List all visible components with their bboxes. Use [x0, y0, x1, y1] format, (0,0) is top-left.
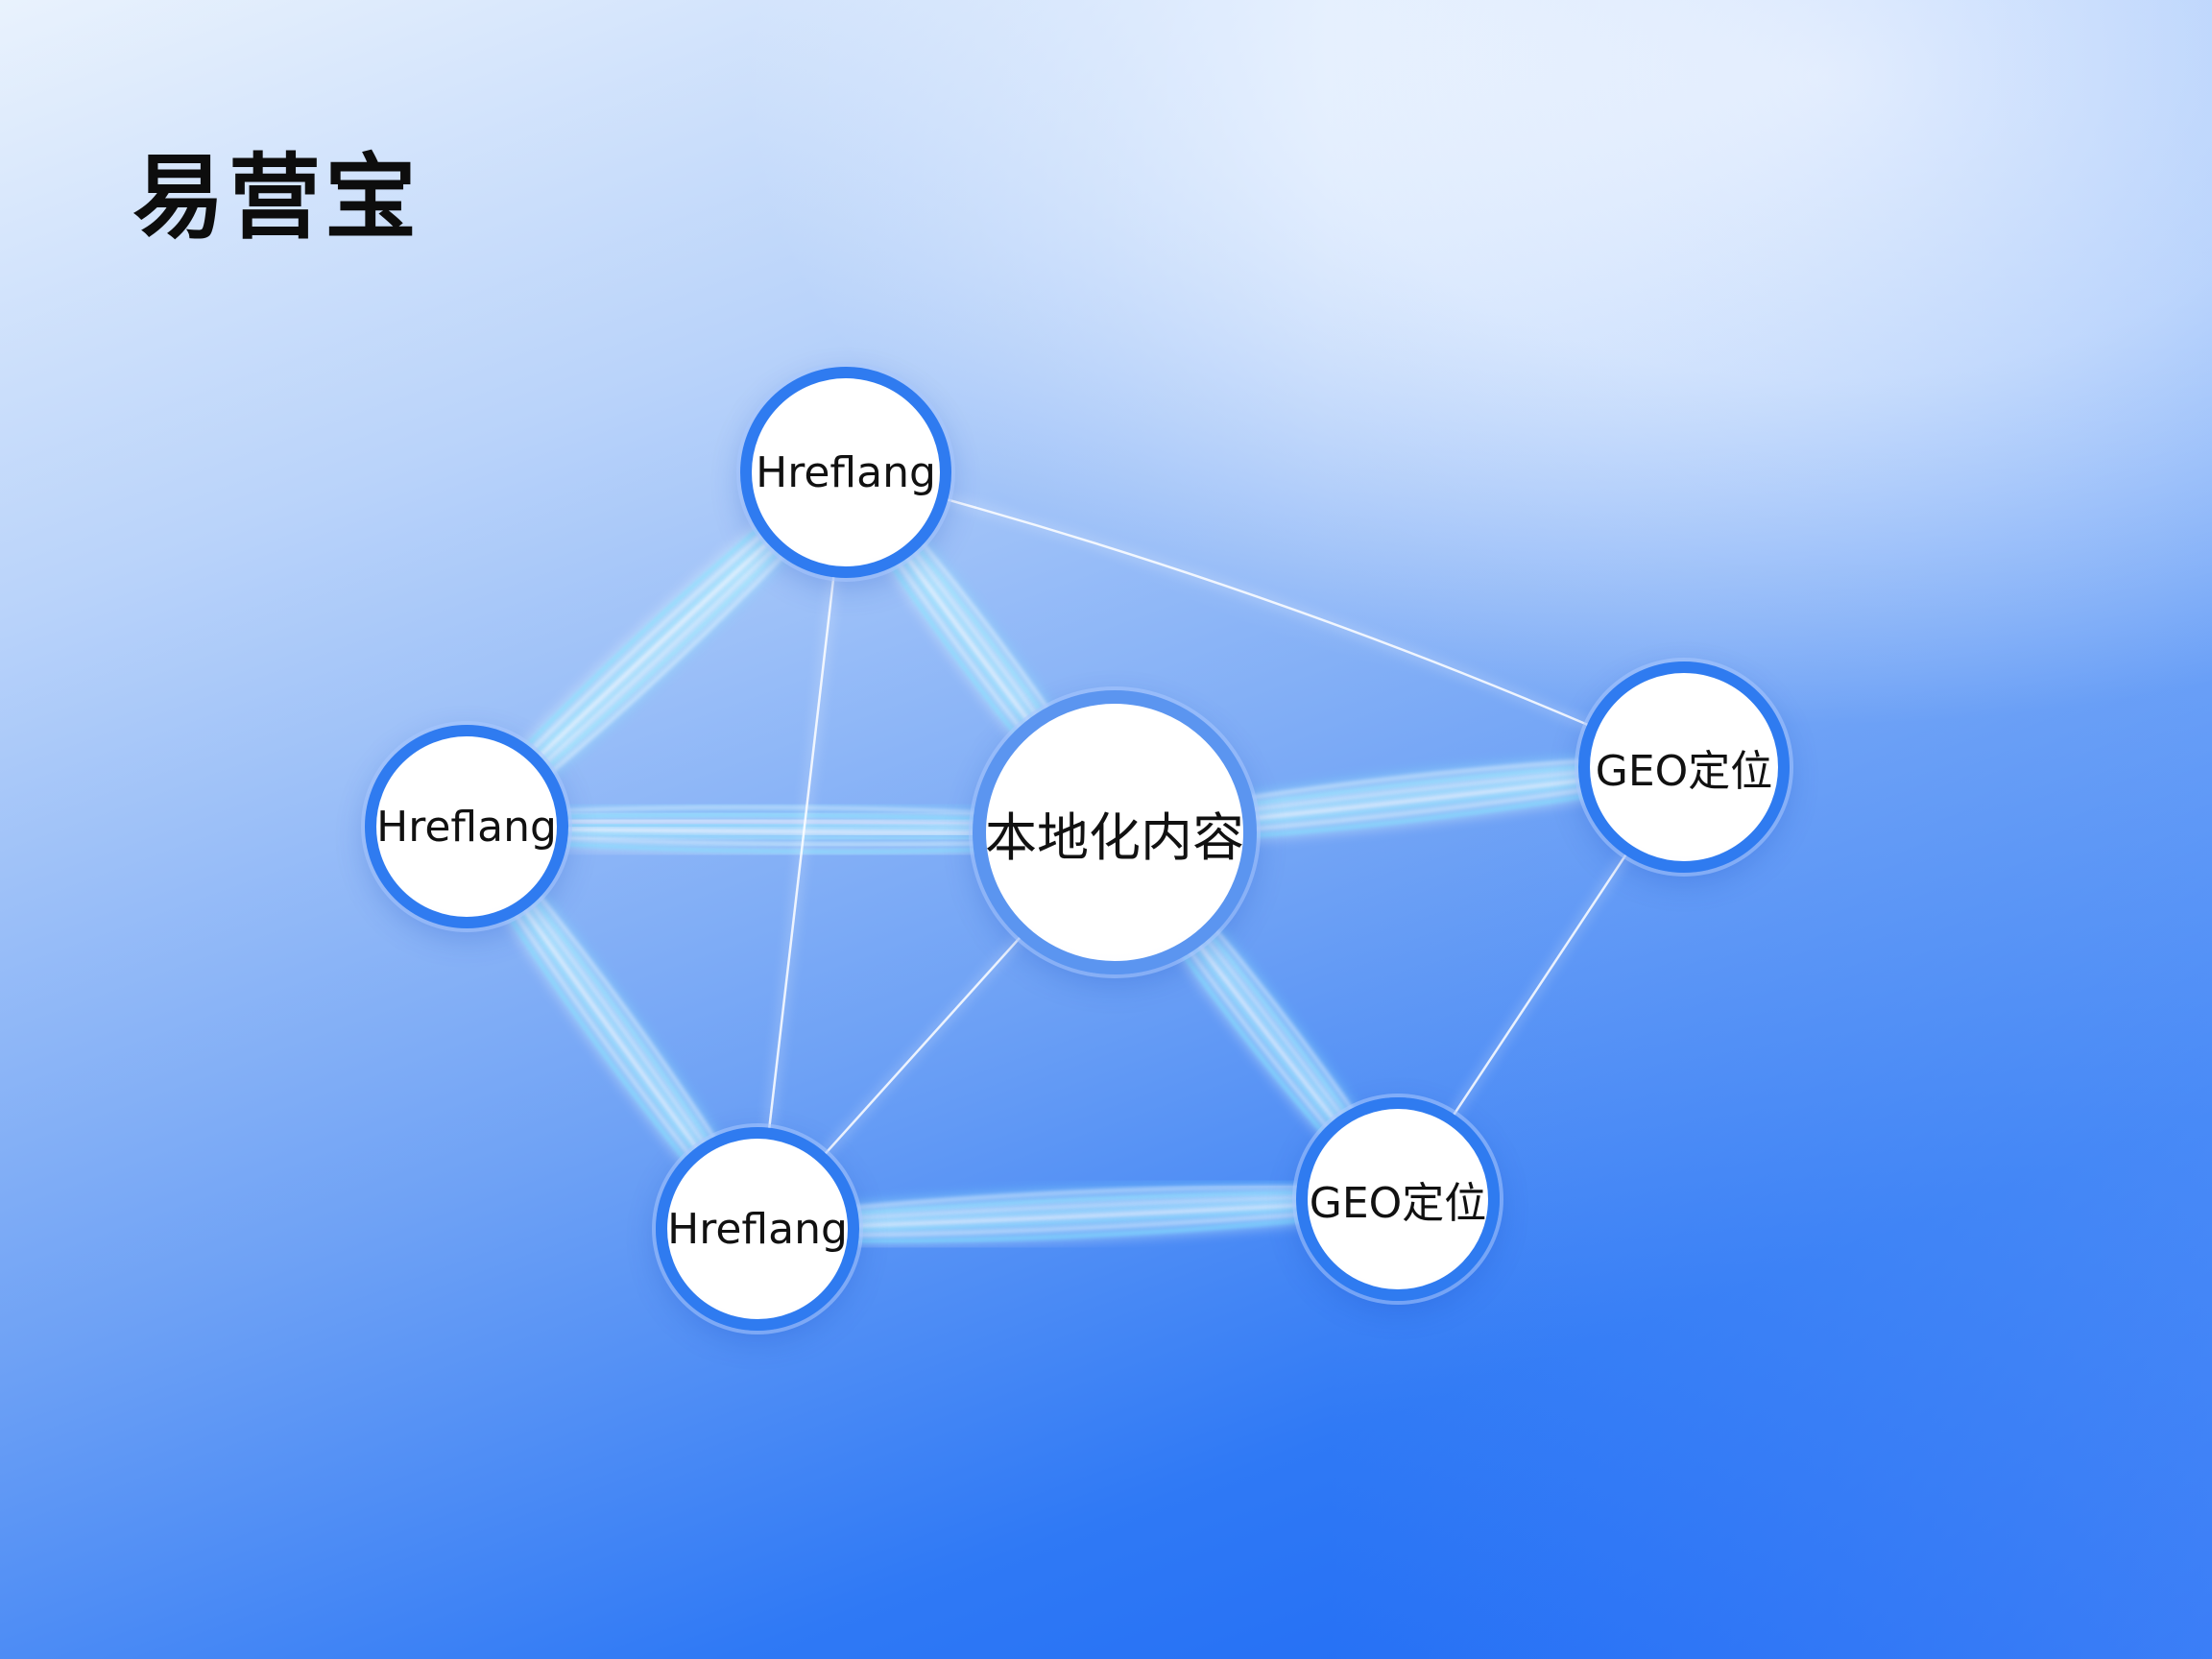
node-label: Hreflang: [376, 802, 557, 852]
edge-top-bottom: [755, 471, 849, 1230]
node-label: Hreflang: [667, 1204, 848, 1254]
node-center[interactable]: 本地化内容: [973, 690, 1257, 974]
node-label: GEO定位: [1595, 747, 1773, 796]
node-left[interactable]: Hreflang: [365, 725, 568, 928]
node-bottom[interactable]: Hreflang: [656, 1127, 859, 1331]
node-label: Hreflang: [756, 447, 936, 497]
node-label: GEO定位: [1309, 1179, 1487, 1228]
node-bottomright[interactable]: GEO定位: [1296, 1097, 1500, 1301]
node-label: 本地化内容: [985, 806, 1244, 868]
node-right[interactable]: GEO定位: [1578, 661, 1790, 873]
node-top[interactable]: Hreflang: [740, 367, 951, 578]
page-title: 易营宝: [132, 144, 421, 252]
edge-top-right: [845, 469, 1686, 770]
